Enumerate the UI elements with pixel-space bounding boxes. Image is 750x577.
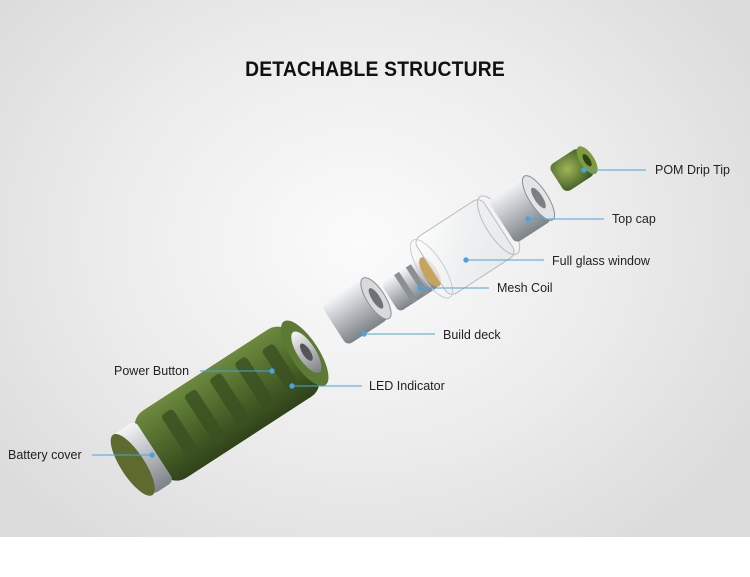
callout-dot-glass xyxy=(463,257,469,263)
label-top-cap: Top cap xyxy=(612,212,656,226)
label-full-glass-window: Full glass window xyxy=(552,254,650,268)
drip-tip xyxy=(550,146,598,191)
callout-lines xyxy=(92,167,646,458)
label-battery-cover: Battery cover xyxy=(8,448,82,462)
callout-dot-drip-tip xyxy=(581,167,587,173)
battery-mod xyxy=(110,320,329,496)
label-build-deck: Build deck xyxy=(443,328,501,342)
callout-dot-build-deck xyxy=(361,331,367,337)
callout-dot-led xyxy=(289,383,295,389)
callout-dot-power-button xyxy=(269,368,275,374)
product-diagram: DETACHABLE STRUCTURE xyxy=(0,0,750,537)
exploded-view-illustration xyxy=(92,146,646,496)
label-led-indicator: LED Indicator xyxy=(369,379,445,393)
build-deck xyxy=(323,277,392,344)
callout-dot-mesh-coil xyxy=(417,285,423,291)
callout-dot-top-cap xyxy=(525,216,531,222)
glass-window xyxy=(409,195,521,299)
label-mesh-coil: Mesh Coil xyxy=(497,281,553,295)
page-title: DETACHABLE STRUCTURE xyxy=(245,58,505,81)
callout-dot-battery-cover xyxy=(149,452,155,458)
label-pom-drip-tip: POM Drip Tip xyxy=(655,163,731,177)
label-power-button: Power Button xyxy=(114,364,190,378)
top-cap xyxy=(489,175,555,242)
